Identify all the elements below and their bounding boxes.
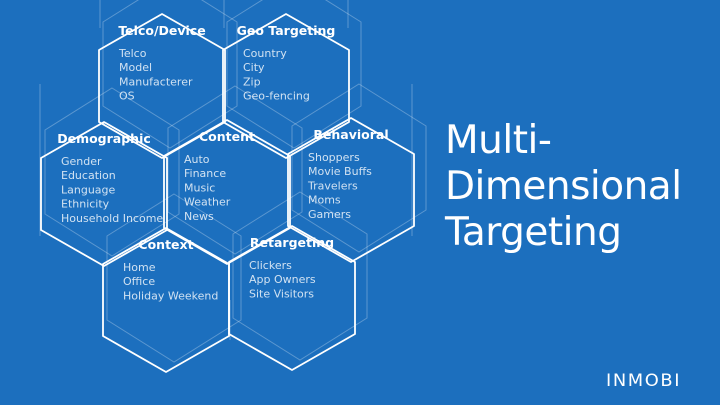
- hexagon-item: Holiday Weekend: [123, 289, 218, 302]
- hexagon-demographic: DemographicGenderEducationLanguageEthnic…: [40, 121, 168, 267]
- hexagon-outline: [228, 225, 356, 371]
- hexagon-item: Office: [123, 275, 155, 288]
- hexagon-item: Gender: [61, 155, 102, 168]
- hexagon-item: Telco: [118, 47, 147, 60]
- hexagon-item: Model: [119, 61, 152, 74]
- hexagon-item: Household Income: [61, 212, 163, 225]
- hexagon-outline: [98, 13, 226, 159]
- headline-line-1: Multi-: [445, 118, 552, 163]
- hexagon-title: Behavioral: [313, 127, 388, 142]
- hexagon-item: App Owners: [249, 273, 316, 286]
- hexagon-title: Geo Targeting: [237, 23, 336, 38]
- background-hex-outline: [232, 191, 368, 361]
- hexagon-outline: [163, 119, 291, 265]
- hexagon-outline: [222, 13, 350, 159]
- hexagon-item: Manufacterer: [119, 75, 193, 88]
- background-hex-outlines: [39, 0, 427, 363]
- background-hex-outline: [102, 0, 238, 149]
- hexagon-grid: Telco/DeviceTelcoModelManufactererOSGeo …: [40, 13, 415, 373]
- headline: Multi- Dimensional Targeting: [445, 118, 682, 256]
- hexagon-title: Demographic: [57, 131, 151, 146]
- hexagon-item: Movie Buffs: [308, 165, 372, 178]
- hexagon-item: Auto: [184, 153, 210, 166]
- hexagon-item: Education: [61, 169, 116, 182]
- hexagon-item: Travelers: [307, 179, 358, 192]
- background-hex-outline: [44, 87, 180, 257]
- headline-line-2: Dimensional: [445, 164, 682, 209]
- background-hex-outline: [167, 85, 303, 255]
- hexagon-outline: [287, 117, 415, 263]
- hexagon-item: Home: [123, 261, 156, 274]
- hexagon-item: OS: [119, 90, 135, 103]
- hexagon-title: Telco/Device: [118, 23, 205, 38]
- hexagon-item: Weather: [184, 196, 231, 209]
- hexagon-outline: [40, 121, 168, 267]
- hexagon-item: Ethnicity: [61, 198, 110, 211]
- hexagon-item: Shoppers: [308, 151, 360, 164]
- hexagon-title: Retargeting: [250, 235, 334, 250]
- hexagon-item: Finance: [184, 167, 226, 180]
- hexagon-item: City: [243, 61, 265, 74]
- hexagon-title: Context: [138, 237, 193, 252]
- hexagon-item: Zip: [243, 75, 261, 88]
- background-hex-outline: [226, 0, 362, 149]
- background-hex-outline: [291, 83, 427, 253]
- hexagon-item: Country: [243, 47, 287, 60]
- hexagon-item: Moms: [308, 194, 341, 207]
- hexagon-item: Music: [184, 181, 215, 194]
- hexagon-item: Geo-fencing: [243, 90, 310, 103]
- hexagon-title: Content: [199, 129, 255, 144]
- inmobi-logo: INMOBI: [606, 371, 682, 391]
- hexagon-item: Gamers: [308, 208, 351, 221]
- hexagon-item: Clickers: [249, 259, 292, 272]
- hexagon-item: Language: [61, 183, 116, 196]
- background-hex-outline: [106, 193, 242, 363]
- hexagon-item: News: [184, 210, 214, 223]
- headline-line-3: Targeting: [445, 210, 622, 255]
- hexagon-item: Site Visitors: [249, 287, 314, 300]
